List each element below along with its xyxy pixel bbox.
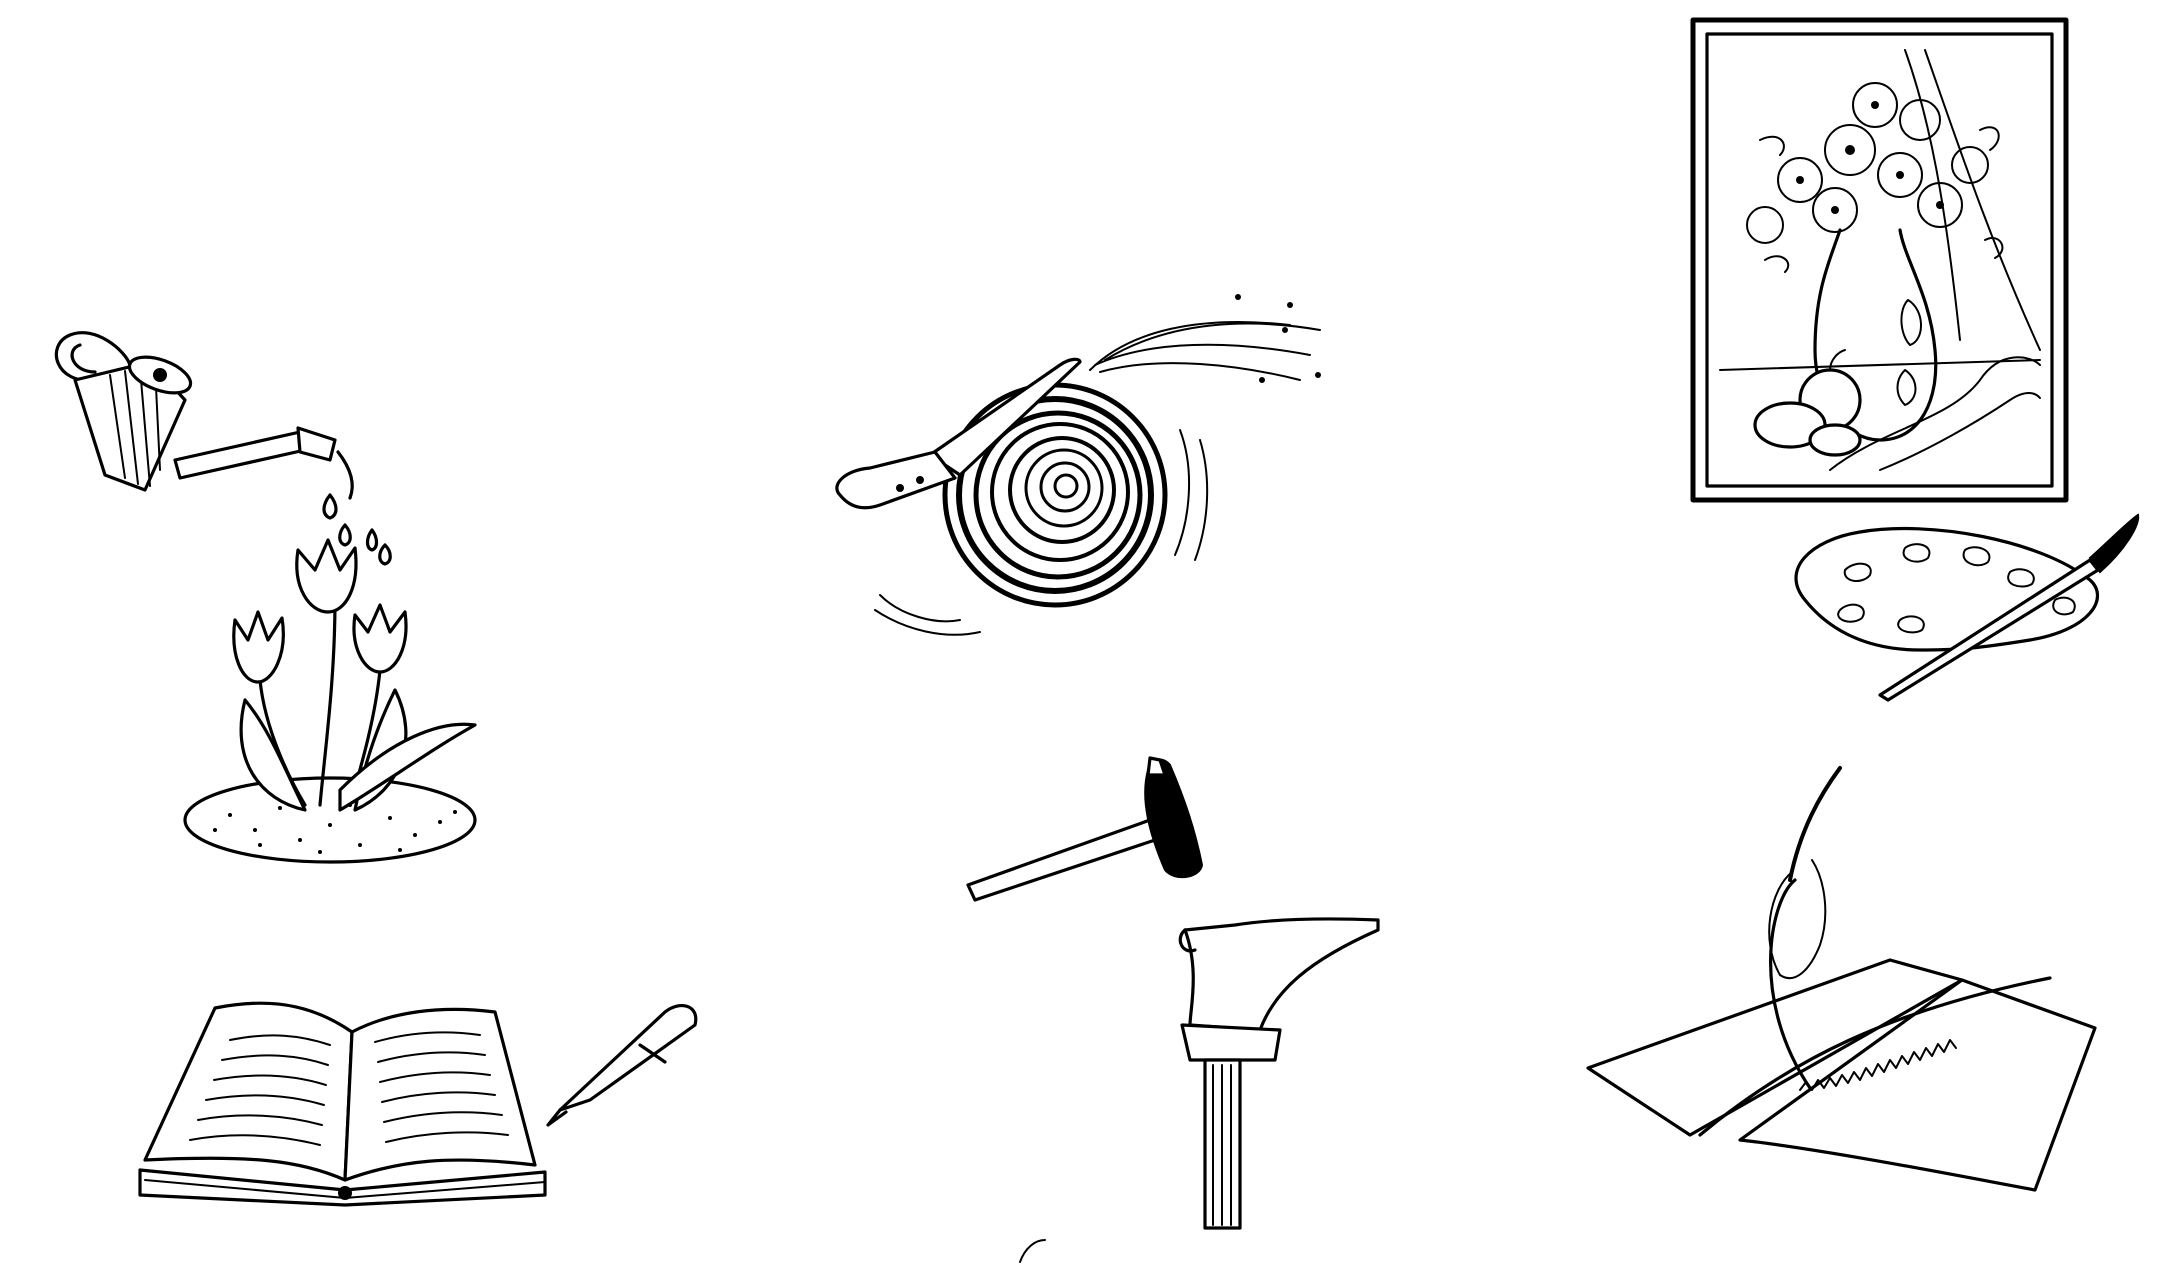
open-book-icon <box>138 1001 547 1207</box>
paintbrush-icon <box>1878 513 2140 702</box>
anvil-icon <box>1019 917 1380 1263</box>
watering-can-icon <box>54 331 337 492</box>
picture-frame-icon <box>1690 17 2069 503</box>
hammer-and-anvil <box>966 756 1380 1263</box>
flower-vase-icon <box>1719 49 2041 471</box>
hammer-icon <box>966 756 1204 902</box>
paint-palette-icon <box>1794 526 2100 652</box>
tulip-icon <box>232 538 477 812</box>
water-drops <box>322 450 392 566</box>
fabric-icon <box>1586 878 2097 1192</box>
pen-icon <box>546 1003 698 1127</box>
knife-icon <box>835 357 1082 510</box>
framed-still-life-painting <box>1690 17 2140 702</box>
needle-icon <box>1768 766 1842 980</box>
knife-and-thread-ball <box>835 294 1321 636</box>
sewing-fabric-with-needle <box>1586 766 2097 1192</box>
watering-can-with-tulips <box>54 331 477 864</box>
open-book-with-pen <box>138 1001 698 1207</box>
soil-patch-icon <box>183 776 477 864</box>
